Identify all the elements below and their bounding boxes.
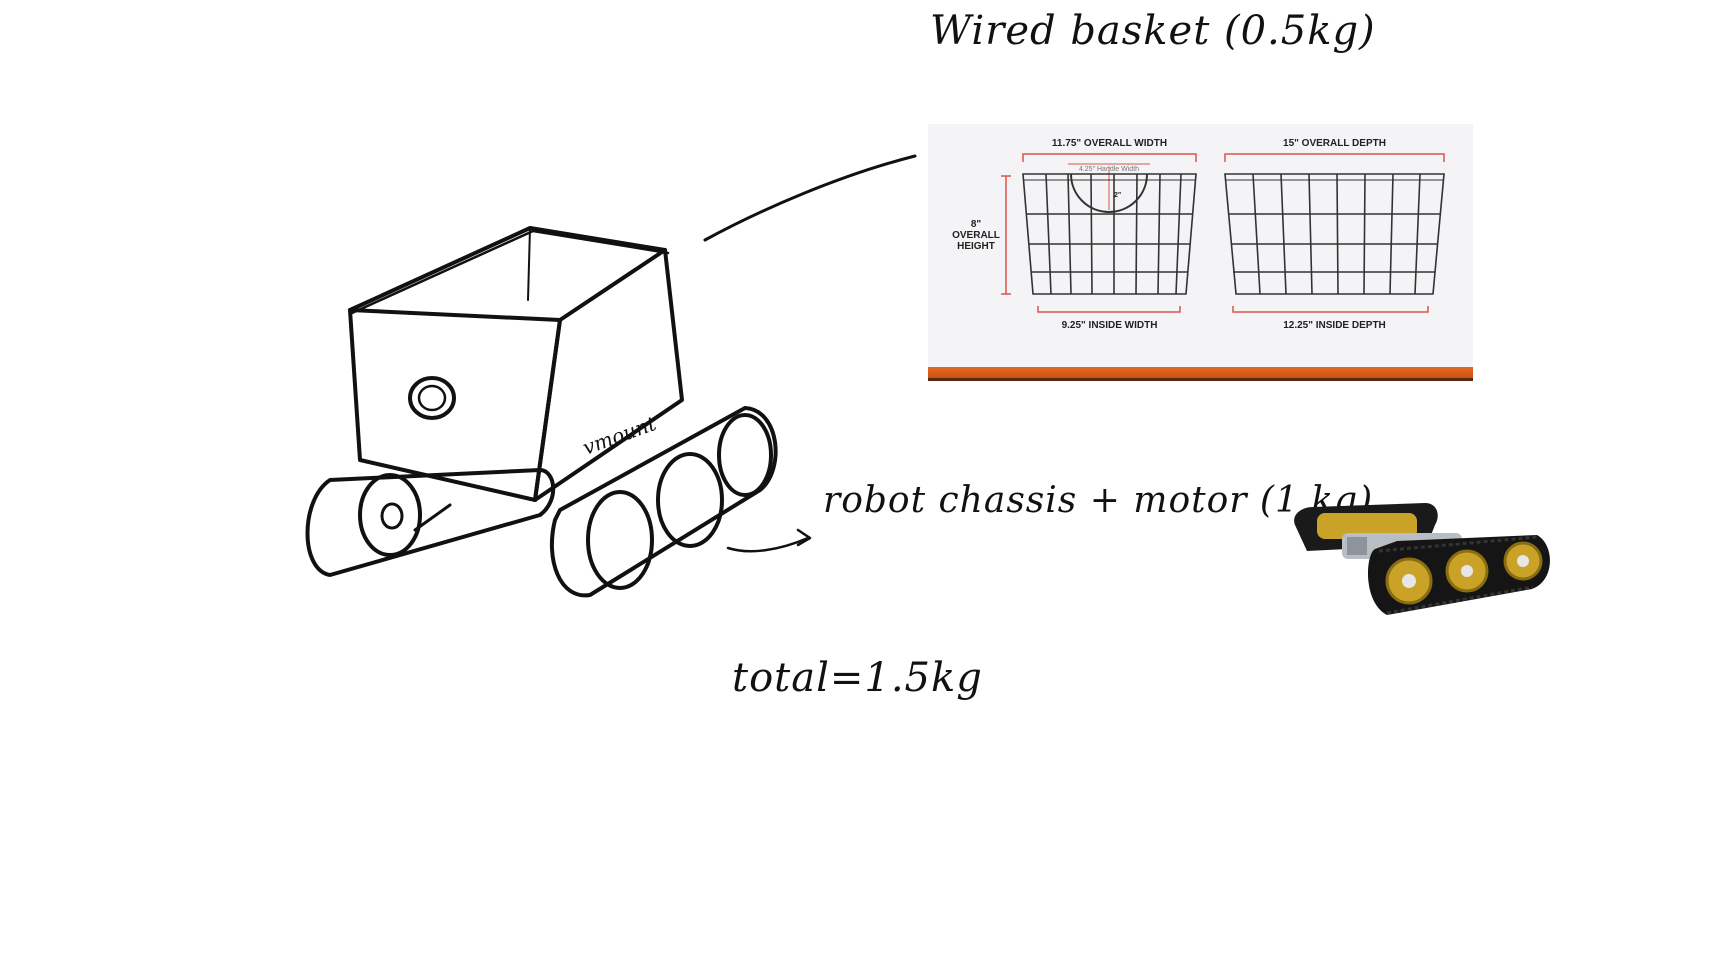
left-track <box>305 468 556 577</box>
basket-hole <box>408 376 456 420</box>
chassis-pointer-arrow <box>726 536 810 553</box>
overall-width-label: 11.75" OVERALL WIDTH <box>1051 138 1168 149</box>
basket-weight-note: Wired basket (0.5kg) <box>930 8 1376 54</box>
handle-depth-label: 2" <box>1114 192 1122 199</box>
right-wheel-rear <box>717 413 773 497</box>
inside-depth-label: 12.25" INSIDE DEPTH <box>1283 320 1386 331</box>
inside-width-label: 9.25" INSIDE WIDTH <box>1061 320 1158 331</box>
handle-width-label: 4.25" Handle Width <box>1078 166 1140 173</box>
total-weight-note: total=1.5kg <box>732 655 983 701</box>
brand-bar <box>928 367 1473 381</box>
mount-label: vmount <box>580 411 661 460</box>
left-wheel <box>358 473 422 557</box>
overall-height-label: 8" OVERALL HEIGHT <box>952 219 1000 252</box>
side-basket-wireframe <box>1224 173 1445 295</box>
basket-pointer-line <box>703 154 917 242</box>
basket-side-face <box>533 248 684 502</box>
front-basket-wireframe <box>1022 173 1197 295</box>
right-wheel-middle <box>656 452 724 548</box>
right-wheel-front <box>586 490 654 590</box>
tank-chassis-photo <box>1294 503 1550 615</box>
wire-basket-dimension-image: 11.75" OVERALL WIDTH 15" OVERALL DEPTH 4… <box>928 124 1473 381</box>
overall-depth-label: 15" OVERALL DEPTH <box>1283 138 1386 149</box>
front-track <box>1367 535 1550 615</box>
chassis-weight-note: robot chassis + motor (1 kg) <box>823 480 1374 521</box>
